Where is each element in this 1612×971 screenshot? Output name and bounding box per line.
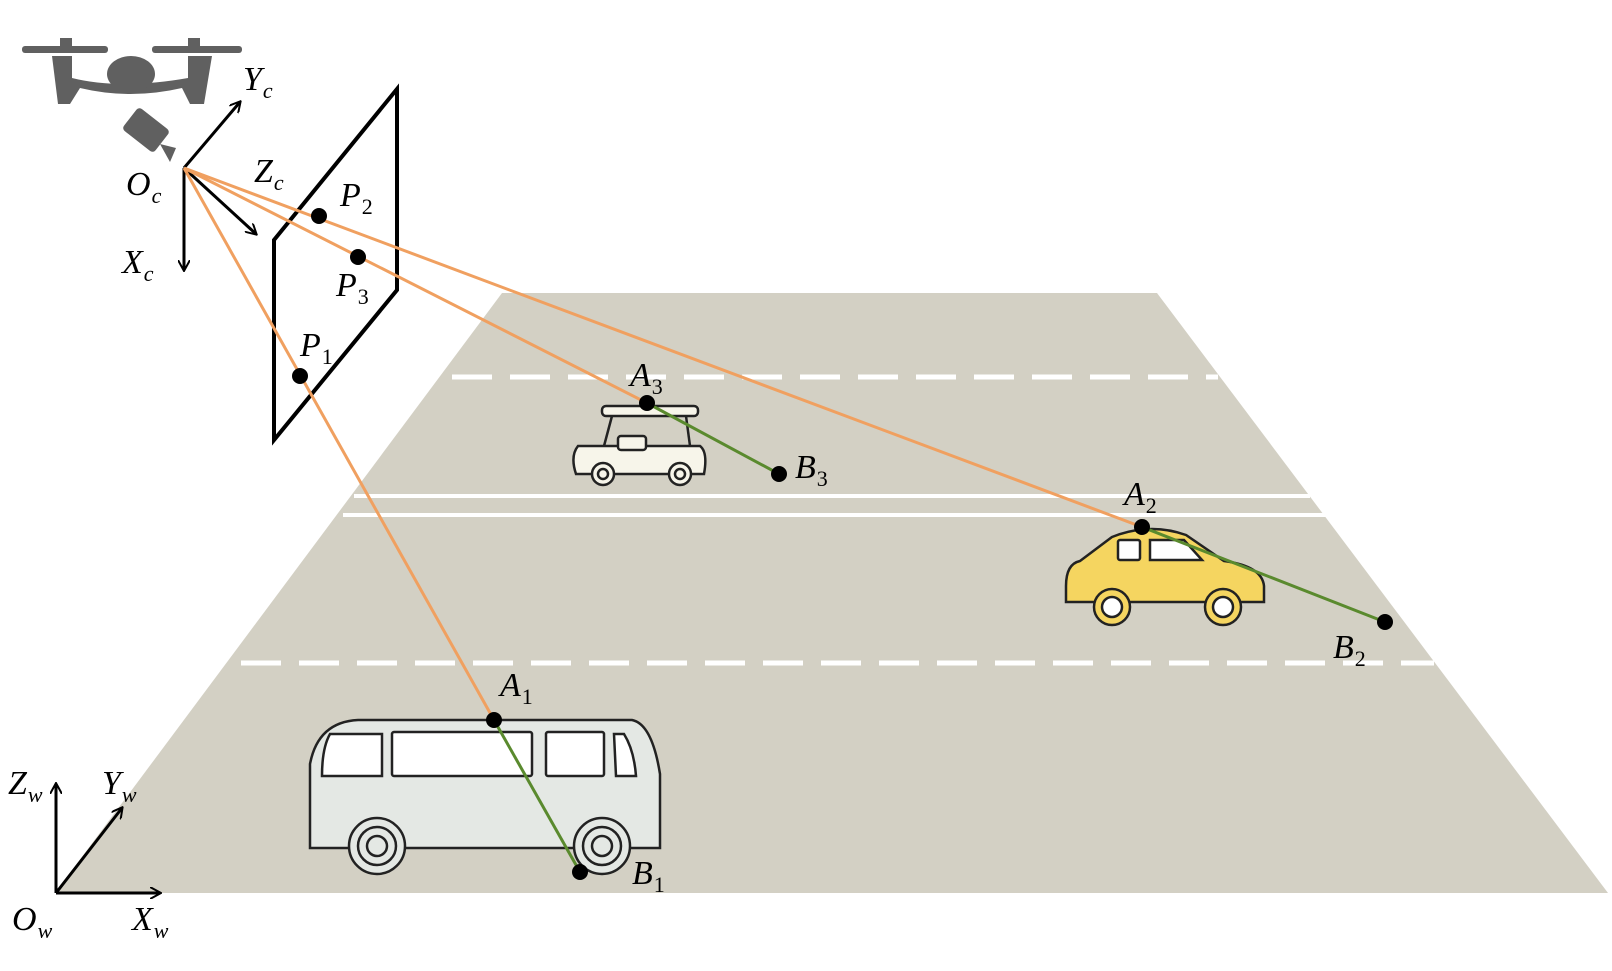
- road-surface: [55, 293, 1608, 893]
- image-plane: [272, 83, 399, 446]
- world-y-axis: [54, 808, 122, 894]
- point-a3: [639, 395, 655, 411]
- projection-rays: [182, 166, 1143, 721]
- label-camera-z: Zc: [254, 153, 284, 195]
- label-world-x: Xw: [130, 901, 169, 943]
- camera-icon: [123, 108, 176, 162]
- label-world-origin: Ow: [12, 901, 53, 943]
- golf-cart-icon: [572, 404, 707, 487]
- label-camera-origin: Oc: [126, 166, 162, 208]
- segment-a2-b2: [1141, 525, 1386, 624]
- label-a1: A1: [498, 667, 533, 709]
- point-p1: [292, 368, 308, 384]
- text-labels: Oc Xc Yc Zc P1 P2 P3 A1 A2 A3 B1 B2 B3 O…: [8, 61, 1366, 943]
- point-p3: [350, 249, 366, 265]
- label-p1: P1: [299, 327, 333, 369]
- label-a2: A2: [1122, 476, 1157, 518]
- point-p2: [311, 208, 327, 224]
- label-b1: B1: [632, 855, 665, 897]
- point-b3: [771, 466, 787, 482]
- camera-z-axis: [182, 166, 256, 234]
- label-camera-y: Yc: [243, 61, 273, 103]
- camera-axes: [184, 102, 256, 270]
- ray-to-a2: [183, 166, 1143, 529]
- label-b3: B3: [795, 449, 828, 491]
- ray-to-a3: [183, 166, 648, 405]
- segment-a3-b3: [646, 401, 780, 476]
- ray-to-a1: [182, 167, 496, 721]
- label-p2: P2: [339, 177, 373, 219]
- label-a3: A3: [628, 357, 663, 399]
- camera-y-axis: [182, 102, 240, 169]
- label-world-z: Zw: [8, 765, 43, 807]
- point-b2: [1377, 614, 1393, 630]
- bus-icon: [308, 718, 662, 876]
- ground-segments: [492, 401, 1386, 873]
- world-axes: [56, 784, 160, 893]
- label-camera-x: Xc: [120, 244, 154, 286]
- label-p3: P3: [335, 267, 369, 309]
- points: [292, 208, 1393, 880]
- segment-a1-b1: [492, 719, 582, 873]
- road: [55, 293, 1608, 893]
- point-a2: [1134, 519, 1150, 535]
- label-world-y: Yw: [102, 765, 137, 807]
- label-b2: B2: [1333, 629, 1366, 671]
- point-b1: [572, 864, 588, 880]
- point-a1: [486, 712, 502, 728]
- drone-icon: [22, 38, 242, 104]
